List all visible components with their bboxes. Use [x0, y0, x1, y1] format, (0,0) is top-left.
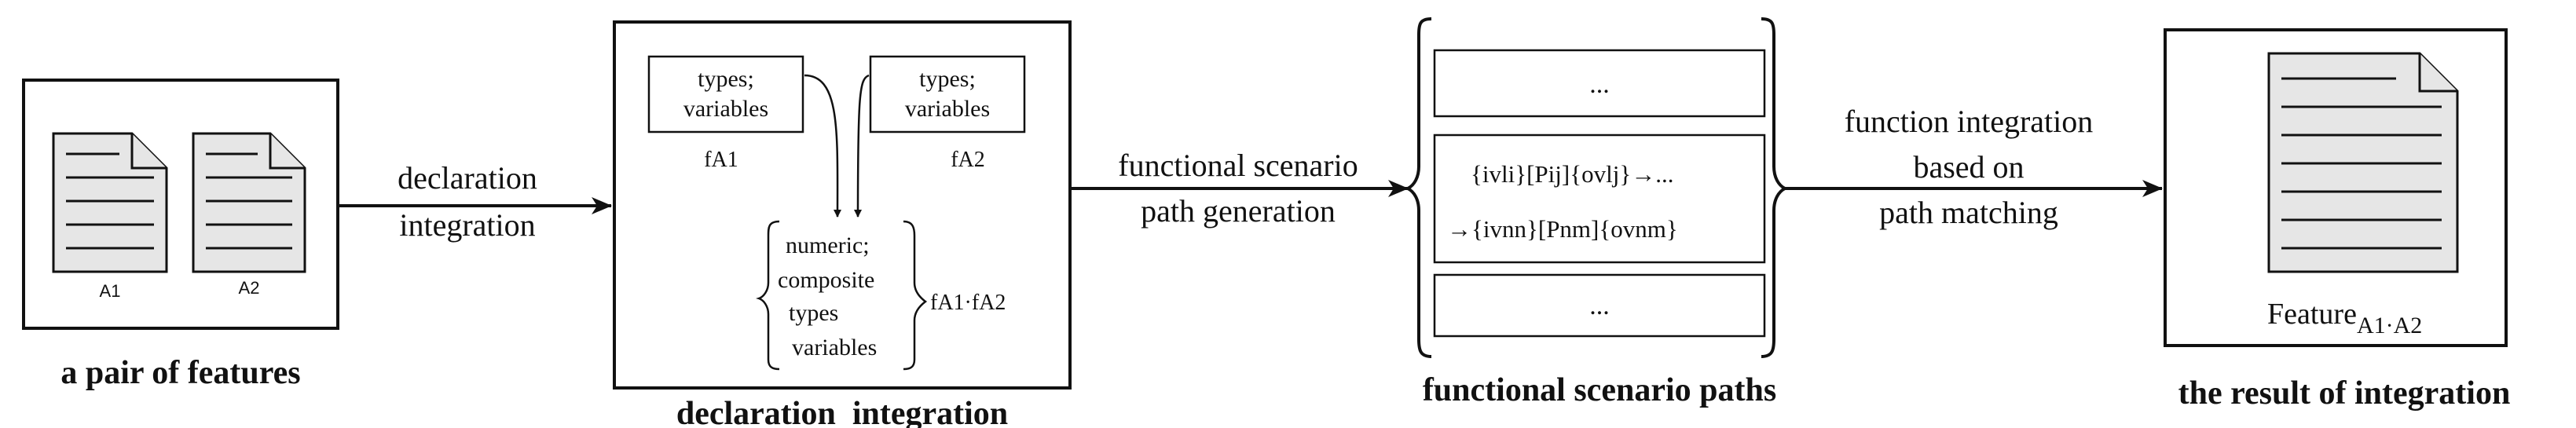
- fa2-label: fA2: [951, 148, 985, 172]
- types-a1-line2: variables: [683, 96, 768, 122]
- document-icon: [192, 132, 306, 273]
- path-item-middle: [1433, 134, 1766, 264]
- arrow2-label-line1: functional scenario: [1118, 148, 1358, 183]
- declaration-caption: declaration integration: [676, 396, 1008, 428]
- merged-line1: numeric;: [786, 232, 870, 258]
- doc-a1-label: A1: [100, 281, 121, 301]
- path-item-bottom: [1433, 273, 1766, 338]
- merged-line4: variables: [792, 335, 877, 360]
- paths-caption: functional scenario paths: [1423, 372, 1776, 408]
- path-item-top: [1433, 49, 1766, 118]
- types-a2-line1: types;: [919, 66, 976, 92]
- result-panel-frame: [2164, 28, 2508, 347]
- functional-scenario-paths-panel: ... {ivli}[Pij]{ovlj}→... →{ivnn}[Pnm]{o…: [1404, 17, 1789, 408]
- feature-label: FeatureA1·A2: [2267, 298, 2422, 338]
- feature-label-subscript: A1·A2: [2357, 313, 2422, 338]
- merged-line3: types: [789, 300, 838, 326]
- merged-left-brace: [756, 220, 780, 371]
- merged-label: fA1·fA2: [930, 291, 1006, 315]
- path-item-top-text: ...: [1589, 70, 1610, 99]
- doc-a2-label: A2: [239, 278, 260, 298]
- types-variables-box-a1: [647, 55, 804, 134]
- arrow1-label-line1: declaration: [398, 160, 537, 196]
- merged-right-brace: [903, 220, 928, 371]
- merged-line2: composite: [778, 267, 874, 293]
- arrow3-label-line2: based on: [1913, 149, 2024, 185]
- result-caption: the result of integration: [2178, 375, 2511, 412]
- types-variables-box-a2: [869, 55, 1026, 134]
- document-icon: [52, 132, 168, 273]
- pair-caption: a pair of features: [60, 355, 300, 391]
- merge-arrow-from-a1: [804, 74, 842, 218]
- paths-left-brace: [1404, 17, 1432, 358]
- pair-of-features-panel: A1 A2 a pair of features: [22, 79, 339, 391]
- arrow3-label-line3: path matching: [1879, 195, 2058, 230]
- types-a2-line2: variables: [905, 96, 990, 122]
- arrow2-label-line2: path generation: [1141, 193, 1336, 229]
- declaration-panel-frame: [613, 20, 1072, 390]
- feature-label-main: Feature: [2267, 298, 2357, 331]
- types-a1-line1: types;: [698, 66, 754, 92]
- arrow1-label-line2: integration: [399, 207, 535, 243]
- result-panel: FeatureA1·A2 the result of integration: [2164, 28, 2511, 412]
- path-middle-line1: {ivli}[Pij]{ovlj}→...: [1471, 160, 1673, 188]
- merge-arrow-from-a2: [854, 74, 870, 218]
- path-item-bottom-text: ...: [1589, 291, 1610, 320]
- declaration-integration-panel: types; variables fA1 types; variables fA…: [613, 20, 1072, 428]
- fa1-label: fA1: [704, 148, 738, 172]
- arrow3-label-line1: function integration: [1845, 104, 2094, 139]
- document-icon: [2267, 52, 2459, 273]
- path-middle-line2: →{ivnn}[Pnm]{ovnm}: [1447, 215, 1678, 243]
